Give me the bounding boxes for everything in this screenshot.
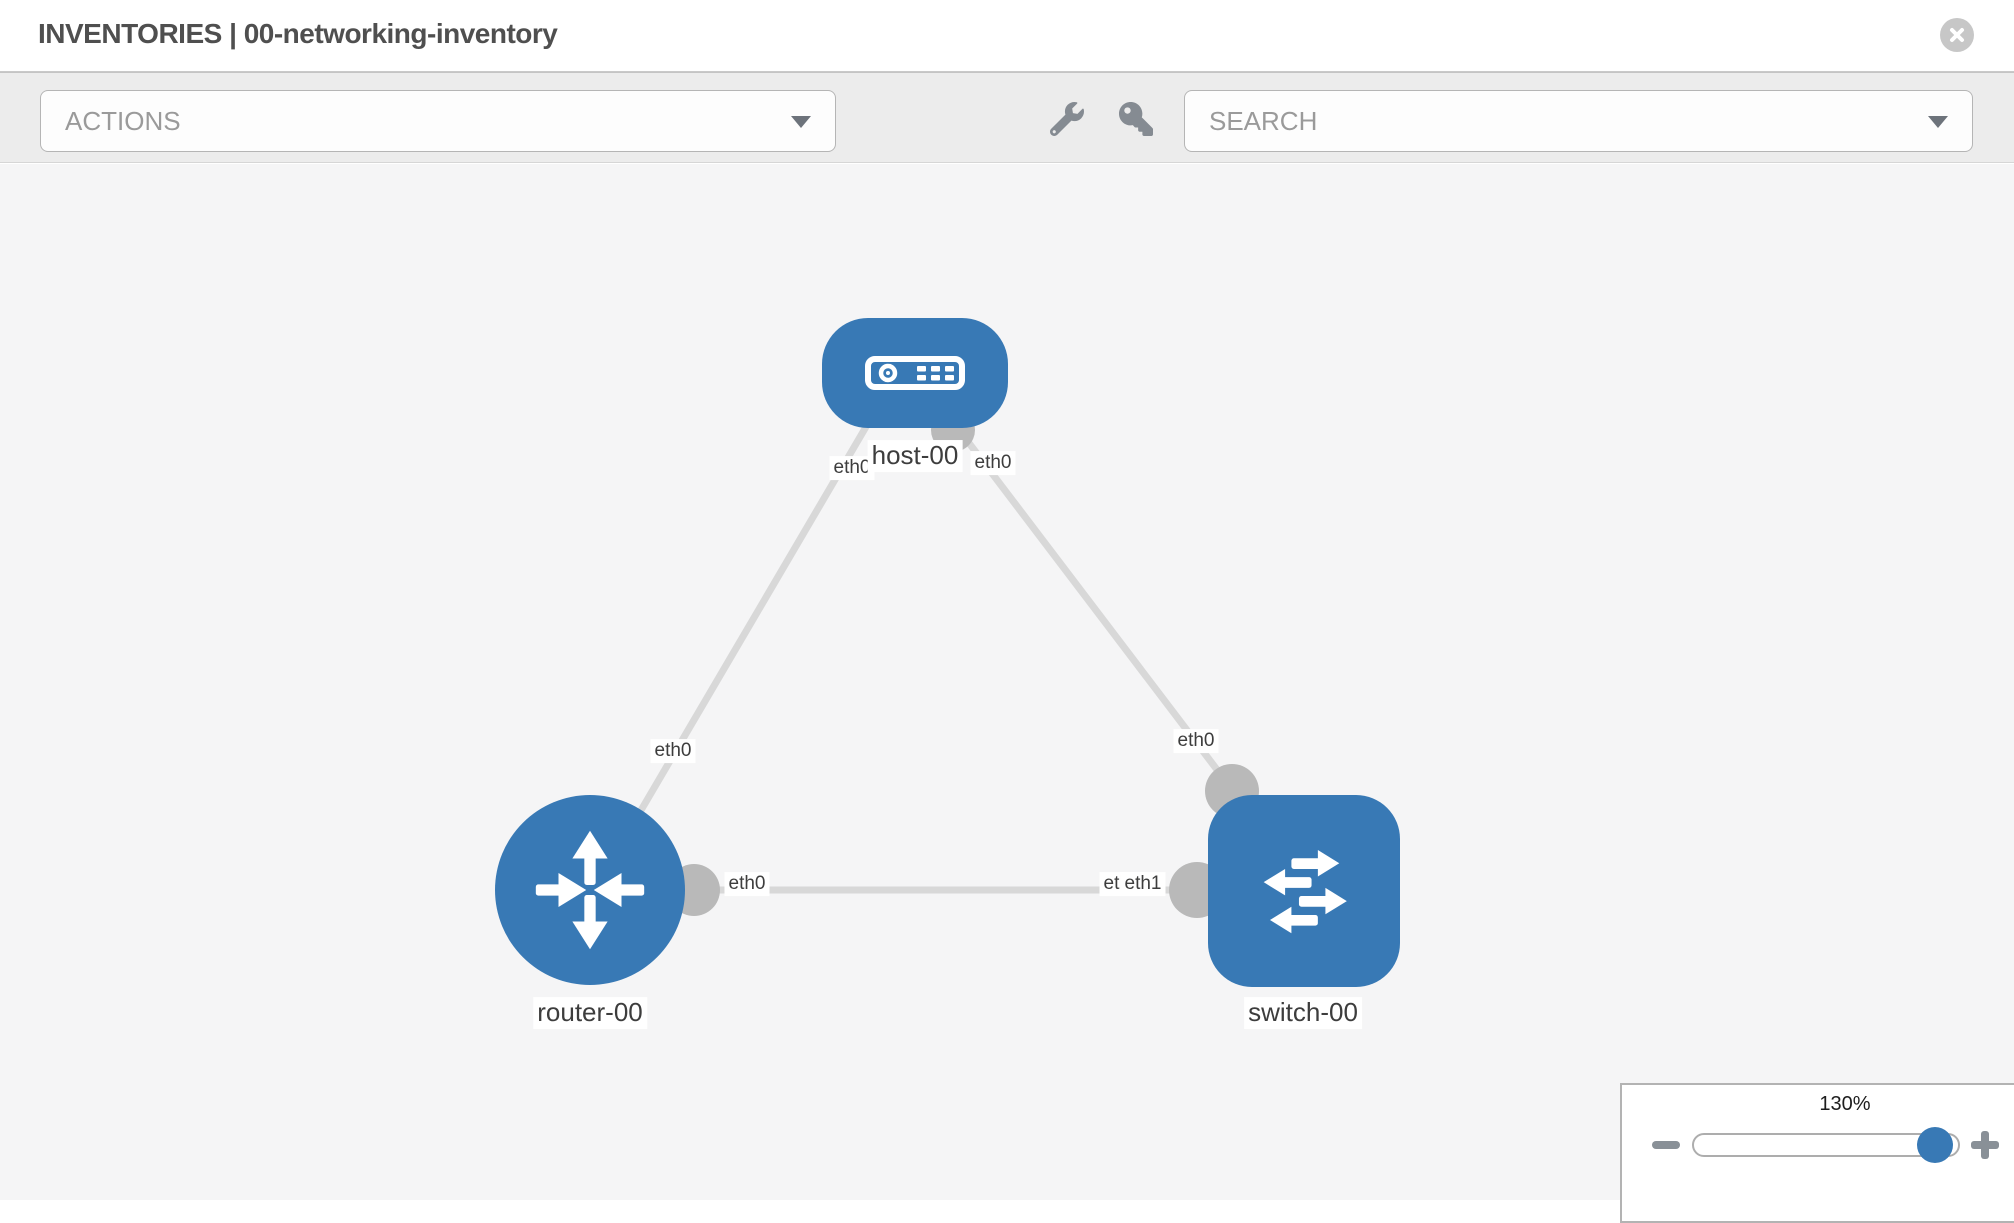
- interface-label-switch-eth0-top: eth0: [1173, 729, 1219, 753]
- zoom-level-label: 130%: [1819, 1093, 1871, 1115]
- zoom-in-button[interactable]: [1967, 1127, 2003, 1163]
- router-icon: [535, 830, 645, 950]
- actions-dropdown[interactable]: ACTIONS: [40, 90, 836, 152]
- search-dropdown-label: SEARCH: [1209, 105, 1318, 136]
- zoom-slider-thumb[interactable]: [1917, 1127, 1953, 1163]
- zoom-slider-track[interactable]: [1692, 1133, 1960, 1157]
- credentials-button[interactable]: [1116, 99, 1156, 139]
- close-button[interactable]: [1940, 18, 1974, 52]
- topology-canvas[interactable]: host-00 router-00 switch-00 eth0 eth0 et…: [0, 164, 2014, 1223]
- node-label-router-00: router-00: [533, 997, 647, 1029]
- interface-label-host-eth0-left: eth0: [829, 456, 875, 480]
- switch-icon: [1263, 850, 1347, 934]
- search-dropdown[interactable]: SEARCH: [1184, 90, 1973, 152]
- links-layer: [620, 408, 1259, 918]
- node-switch-00[interactable]: [1208, 795, 1400, 987]
- toolbar: ACTIONS SEARCH: [0, 72, 2014, 163]
- node-label-switch-00: switch-00: [1244, 997, 1362, 1029]
- close-icon: [1950, 28, 1964, 42]
- interface-label-router-eth0-top: eth0: [650, 739, 696, 763]
- actions-dropdown-label: ACTIONS: [65, 105, 181, 136]
- host-icon: [865, 356, 965, 390]
- plus-icon: [1981, 1131, 1989, 1159]
- chevron-down-icon: [791, 116, 811, 128]
- node-label-host-00: host-00: [867, 440, 963, 472]
- node-host-00[interactable]: [822, 318, 1008, 428]
- interface-label-router-eth0-right: eth0: [724, 872, 770, 896]
- zoom-out-button[interactable]: [1648, 1129, 1684, 1161]
- zoom-control-panel: 130%: [1620, 1083, 2014, 1223]
- wrench-icon: [1050, 102, 1084, 136]
- interface-label-host-eth0-right: eth0: [970, 451, 1016, 475]
- zoom-slider[interactable]: [1692, 1127, 1960, 1163]
- minus-icon: [1652, 1141, 1680, 1149]
- key-icon: [1119, 102, 1153, 136]
- chevron-down-icon: [1928, 116, 1948, 128]
- interface-label-switch-eth1: eth1: [1120, 872, 1166, 896]
- page-title: INVENTORIES | 00-networking-inventory: [38, 18, 558, 49]
- configure-button[interactable]: [1047, 99, 1087, 139]
- node-router-00[interactable]: [495, 795, 685, 985]
- panel-header: INVENTORIES | 00-networking-inventory: [0, 0, 2014, 72]
